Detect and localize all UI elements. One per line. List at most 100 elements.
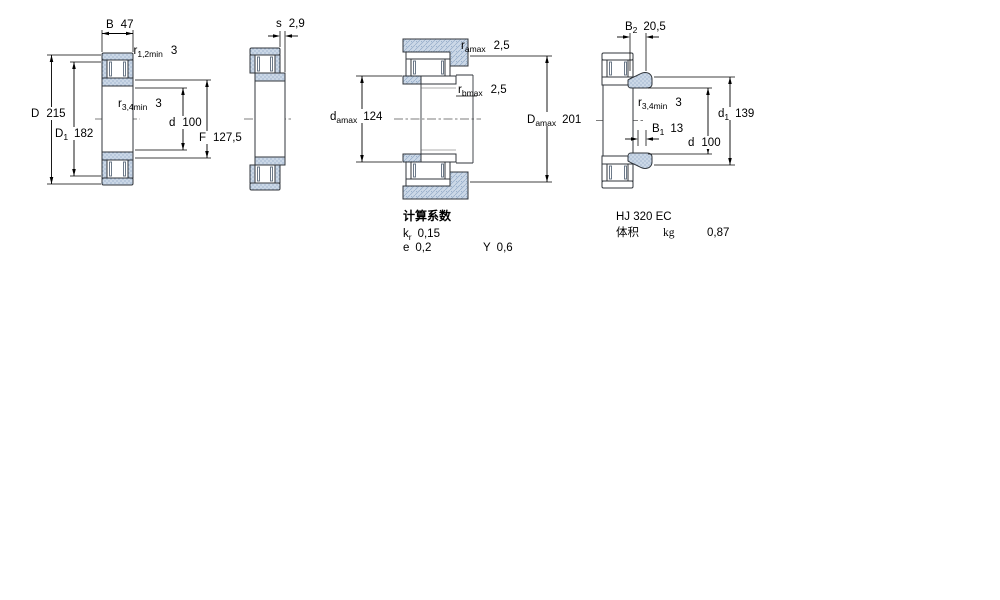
- outer-ring-flange: [274, 54, 281, 74]
- cage: [441, 163, 444, 178]
- outer-ring-flange: [274, 164, 281, 184]
- cage: [270, 56, 273, 72]
- shaft-shoulder: [402, 75, 422, 85]
- cage: [609, 61, 612, 76]
- outer-ring-band: [249, 182, 281, 191]
- roller: [254, 54, 276, 74]
- cage: [123, 61, 126, 77]
- outer-ring-flange: [601, 59, 608, 78]
- calc-title: 计算系数: [403, 208, 452, 223]
- cage: [270, 166, 273, 182]
- cage: [441, 60, 444, 75]
- cage: [257, 56, 260, 72]
- inner-ring-band: [254, 72, 286, 82]
- bore-section: [101, 85, 134, 153]
- outer-ring-band: [101, 52, 134, 61]
- roller: [410, 58, 446, 77]
- outer-ring-flange: [444, 161, 451, 180]
- cage: [109, 61, 112, 77]
- outer-ring-flange: [405, 58, 412, 77]
- outer-ring-band: [405, 178, 451, 187]
- roller: [106, 59, 129, 79]
- outer-ring-band: [601, 180, 634, 189]
- product-info: HJ 320 EC 体积 kg 0,87: [616, 211, 729, 239]
- cage: [609, 165, 612, 180]
- outer-ring-flange: [444, 58, 451, 77]
- outer-ring-flange: [405, 161, 412, 180]
- cage: [624, 165, 627, 180]
- product-code: HJ 320 EC: [616, 211, 672, 223]
- outer-ring-flange: [249, 54, 256, 74]
- outer-ring-flange: [627, 163, 634, 182]
- inner-ring-band: [254, 156, 286, 166]
- outer-ring-band: [601, 52, 634, 61]
- mass-label: 体积: [616, 225, 639, 239]
- outer-ring-flange: [127, 159, 134, 179]
- bore-section: [602, 84, 634, 157]
- mass-unit: kg: [663, 227, 675, 239]
- cage: [413, 60, 416, 75]
- roller: [410, 161, 446, 180]
- hj-angle-ring: [627, 71, 653, 89]
- cage: [123, 161, 126, 177]
- outer-ring-band: [101, 177, 134, 186]
- outer-ring-band: [249, 47, 281, 56]
- inner-ring-band: [420, 153, 457, 163]
- outer-ring-flange: [601, 163, 608, 182]
- inner-ring-band: [101, 77, 134, 87]
- outer-ring-flange: [627, 59, 634, 78]
- roller: [254, 164, 276, 184]
- shaft-shoulder: [402, 153, 422, 163]
- inner-ring-band: [101, 151, 134, 161]
- cage: [257, 166, 260, 182]
- outer-ring-flange: [101, 59, 108, 79]
- roller: [106, 159, 129, 179]
- cage: [109, 161, 112, 177]
- outer-ring-flange: [101, 159, 108, 179]
- inner-ring-band: [420, 75, 457, 85]
- cage: [624, 61, 627, 76]
- outer-ring-flange: [127, 59, 134, 79]
- bore-section: [254, 80, 286, 158]
- outer-ring-flange: [249, 164, 256, 184]
